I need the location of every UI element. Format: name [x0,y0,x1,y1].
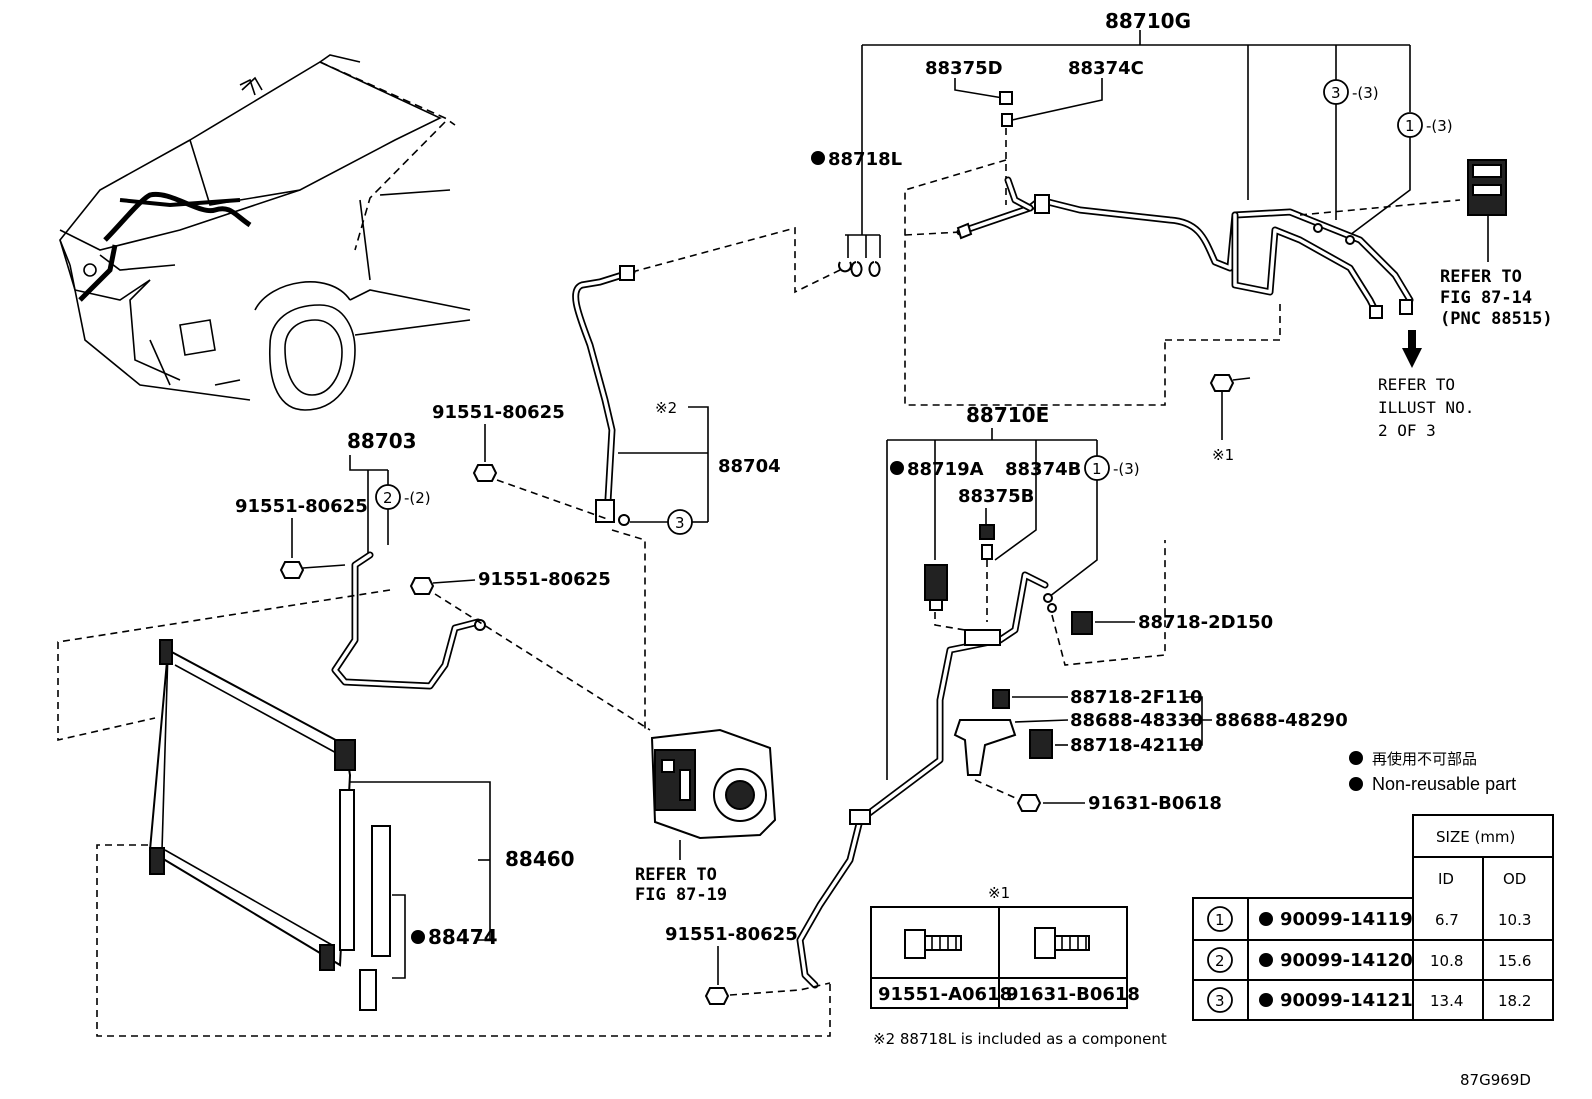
size-row-part: 90099-14119 [1280,909,1413,930]
ref-illust-line2: ILLUST NO. [1378,398,1474,417]
label-88718l: 88718L [828,149,902,170]
label-88460: 88460 [505,847,575,871]
assembly-88710e: 88710E 88719A 88374B 88375B 1 -(3) 88718… [665,403,1348,1005]
compressor: REFER TO FIG 87-19 [635,728,777,905]
label-88704: 88704 [718,456,781,477]
label-91551-b: 91551-80625 [235,496,368,517]
label-88710g: 88710G [1105,9,1191,33]
diagram-id: 87G969D [1460,1071,1531,1089]
size-table-row: 3 90099-14121 13.4 18.2 [1207,987,1531,1013]
circle-2: 2 [383,489,393,507]
legend-nonreusable-jp: 再使用不可部品 [1372,750,1477,768]
label-88374c: 88374C [1068,58,1144,79]
hose-88704: ※2 88704 3 91551-80625 [432,226,841,730]
label-88719a: 88719A [907,459,984,480]
label-88374b: 88374B [1005,459,1081,480]
bolt-box-item-1: 91551-A0618 [878,984,1012,1005]
size-table-col-od: OD [1503,870,1526,888]
size-row-id: 13.4 [1430,992,1463,1010]
label-88375d: 88375D [925,58,1003,79]
circle-1-top: 1 [1405,117,1415,135]
label-88474: 88474 [428,925,498,949]
legend-nonreusable-en: Non-reusable part [1372,774,1516,794]
label-88688-48290: 88688-48290 [1215,710,1348,731]
bolt-box-title: ※1 [988,884,1010,902]
label-88703: 88703 [347,429,417,453]
label-91551-d: 91551-80625 [665,924,798,945]
assembly-88703-condenser: 88703 2 -(2) 91551-80625 91551-80625 [57,429,831,1037]
size-row-part: 90099-14121 [1280,990,1413,1011]
label-88718-2f110: 88718-2F110 [1070,687,1203,708]
size-row-od: 15.6 [1498,952,1531,970]
size-row-mark: 3 [1215,992,1225,1010]
size-table-row: 2 90099-14120 10.8 15.6 [1207,947,1531,973]
label-88710e: 88710E [966,403,1049,427]
size-row-od: 18.2 [1498,992,1531,1010]
size-row-mark: 2 [1215,952,1225,970]
ref-fig87-14-line2: FIG 87-14 [1440,288,1532,308]
qty-3-top: -(3) [1352,84,1379,102]
size-row-mark: 1 [1215,911,1225,929]
size-table-col-id: ID [1438,870,1454,888]
size-row-od: 10.3 [1498,911,1531,929]
ref-fig87-14-line1: REFER TO [1440,267,1522,287]
size-row-id: 10.8 [1430,952,1463,970]
qty-2: -(2) [404,489,431,507]
label-88718-42110: 88718-42110 [1070,735,1203,756]
circle-3-mid: 3 [675,514,685,532]
ref-illust-line3: 2 OF 3 [1378,421,1436,440]
size-row-part: 90099-14120 [1280,950,1413,971]
label-91551-a: 91551-80625 [432,402,565,423]
size-table-header: SIZE (mm) [1436,828,1515,846]
ref-fig87-19-line2: FIG 87-19 [635,885,727,905]
assembly-88710g: 88710G 88375D 88374C 88718L 3 -(3) 1 -(3… [811,9,1553,464]
bolt-icon-hex [1034,927,1090,959]
ref-fig87-14-line3: (PNC 88515) [1440,309,1553,329]
circle-1-center: 1 [1092,460,1102,478]
note2-mark-88704: ※2 [655,399,677,417]
bolt-box-item-2: 91631-B0618 [1006,984,1140,1005]
size-row-id: 6.7 [1435,911,1459,929]
bolt-icon-flange [904,929,962,959]
bolt-reference-box: ※1 91551-A0618 91631-B0618 [870,884,1140,1009]
vehicle-front-illustration [59,54,471,411]
label-88718-2d150: 88718-2D150 [1138,612,1273,633]
label-88688-48330: 88688-48330 [1070,710,1203,731]
qty-1-center: -(3) [1113,460,1140,478]
qty-1-top: -(3) [1426,117,1453,135]
note1-mark-bolt: ※1 [1212,446,1234,464]
label-91631-b0618: 91631-B0618 [1088,793,1222,814]
ref-fig87-19-line1: REFER TO [635,865,717,885]
o-ring-size-table: SIZE (mm) ID OD 1 90099-14119 6.7 10.3 2… [1192,814,1554,1021]
circle-3-top: 3 [1331,84,1341,102]
legend: 再使用不可部品 Non-reusable part [1349,750,1516,794]
ref-illust-line1: REFER TO [1378,375,1455,394]
label-88375b: 88375B [958,486,1034,507]
footnote-88718l: ※2 88718L is included as a component [873,1030,1167,1048]
label-91551-c: 91551-80625 [478,569,611,590]
size-table-row: 1 90099-14119 6.7 10.3 [1207,906,1531,932]
